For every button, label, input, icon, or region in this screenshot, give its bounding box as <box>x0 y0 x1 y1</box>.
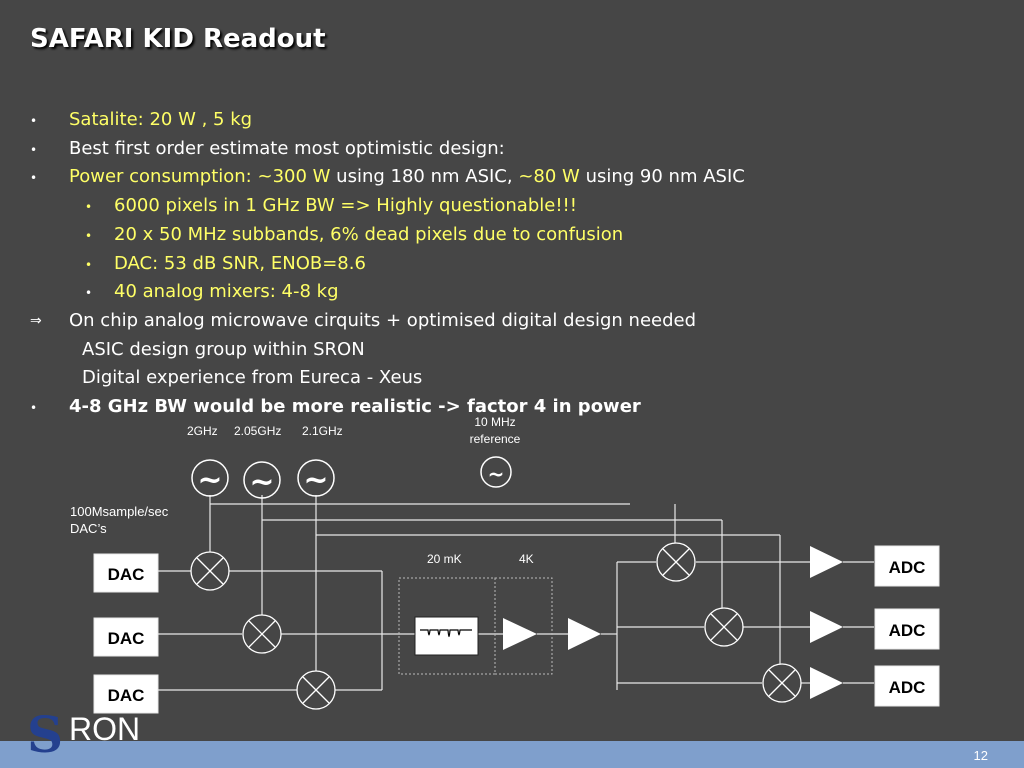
dac-label-1: DAC <box>108 565 145 584</box>
bullet-symbol: • <box>30 114 38 128</box>
bullet-symbol: • <box>85 200 93 214</box>
power-80w: ~80 W <box>518 166 580 187</box>
page-number: 12 <box>973 748 988 763</box>
bullet-symbol: • <box>85 258 93 272</box>
oscillator-2-05ghz-icon <box>243 461 281 499</box>
temp-label-4k: 4K <box>519 552 534 566</box>
slide-title: SAFARI KID Readout <box>30 24 326 54</box>
dac-box-2 <box>93 617 159 657</box>
svg-text:S: S <box>27 705 63 760</box>
freq-label-2ghz: 2GHz <box>187 424 218 438</box>
power-300w: 300 W <box>272 166 331 187</box>
mixers-mass: 4-8 kg <box>281 281 339 302</box>
amplifier-icon <box>810 546 843 578</box>
adc-label-2: ADC <box>889 621 926 640</box>
dac-note-line1: 100Msample/sec <box>70 504 169 519</box>
sron-logo: S RON <box>27 705 140 760</box>
footer-bar <box>0 741 1024 768</box>
osc-symbol-3: ~ <box>303 463 328 498</box>
indent-digital-experience: Digital experience from Eureca - Xeus <box>82 367 423 388</box>
kid-detector-icon <box>414 616 479 656</box>
adc-box-1 <box>874 545 940 587</box>
amplifier-icon <box>810 611 843 643</box>
bullet-text: Satalite: 20 W , 5 kg <box>69 109 253 130</box>
power-prefix: Power consumption: ~ <box>69 166 273 187</box>
dac-note-line2: DAC’s <box>70 521 107 536</box>
adc-label-3: ADC <box>889 678 926 697</box>
bullet-text: 4-8 GHz BW would be more realistic -> fa… <box>69 396 641 417</box>
bullet-symbol: • <box>85 229 93 243</box>
osc-symbol-1: ~ <box>197 463 222 498</box>
freq-label-2-05ghz: 2.05GHz <box>234 424 281 438</box>
indent-asic-group: ASIC design group within SRON <box>82 339 365 360</box>
ref-label-line2: reference <box>470 432 521 446</box>
bullet-symbol: • <box>30 401 38 415</box>
temp-label-20mk: 20 mK <box>427 552 462 566</box>
mixer-icon <box>656 542 696 582</box>
bullet-text: Best first order estimate most optimisti… <box>69 138 505 159</box>
stage-4k-box <box>494 577 553 675</box>
bullet-text: 40 analog mixers: 4-8 kg <box>114 280 339 304</box>
dac-label-2: DAC <box>108 629 145 648</box>
svg-text:RON: RON <box>69 711 140 747</box>
osc-symbol-ref: ~ <box>488 462 505 486</box>
amplifier-icon <box>810 667 843 699</box>
mixers-label: 40 analog mixers: <box>114 281 282 302</box>
dac-box-1 <box>93 553 159 593</box>
bullet-text: On chip analog microwave cirquits + opti… <box>69 310 697 331</box>
bullet-text: 6000 pixels in 1 GHz BW => Highly questi… <box>114 195 577 216</box>
dac-blocks: DAC DAC DAC <box>93 553 159 714</box>
bullet-symbol: • <box>85 286 93 300</box>
bullet-symbol: • <box>30 143 38 157</box>
oscillator-2ghz-icon <box>191 459 229 497</box>
adc-label-1: ADC <box>889 558 926 577</box>
adc-box-3 <box>874 665 940 707</box>
implies-symbol: ⇒ <box>30 313 42 329</box>
amplifier-icon <box>503 618 537 650</box>
oscillator-10mhz-icon <box>480 456 512 488</box>
mixer-icon <box>242 614 282 654</box>
freq-label-2-1ghz: 2.1GHz <box>302 424 343 438</box>
power-90nm: using 90 nm ASIC <box>579 166 745 187</box>
bullet-text: DAC: 53 dB SNR, ENOB=8.6 <box>114 253 366 274</box>
amplifier-icon <box>568 618 601 650</box>
bullet-text: 20 x 50 MHz subbands, 6% dead pixels due… <box>114 224 624 245</box>
bullet-text: Power consumption: ~300 W using 180 nm A… <box>69 165 745 189</box>
osc-symbol-2: ~ <box>249 465 274 500</box>
mixer-icon <box>762 663 802 703</box>
dac-box-3 <box>93 674 159 714</box>
mixer-icon <box>296 670 336 710</box>
power-180nm: using 180 nm ASIC, <box>330 166 519 187</box>
mixer-icon <box>190 551 230 591</box>
mixer-icon <box>704 607 744 647</box>
dac-label-3: DAC <box>108 686 145 705</box>
ref-label-line1: 10 MHz <box>474 415 515 429</box>
adc-blocks: ADC ADC ADC <box>874 545 940 707</box>
adc-box-2 <box>874 608 940 650</box>
oscillator-2-1ghz-icon <box>297 459 335 497</box>
bullet-symbol: • <box>30 171 38 185</box>
